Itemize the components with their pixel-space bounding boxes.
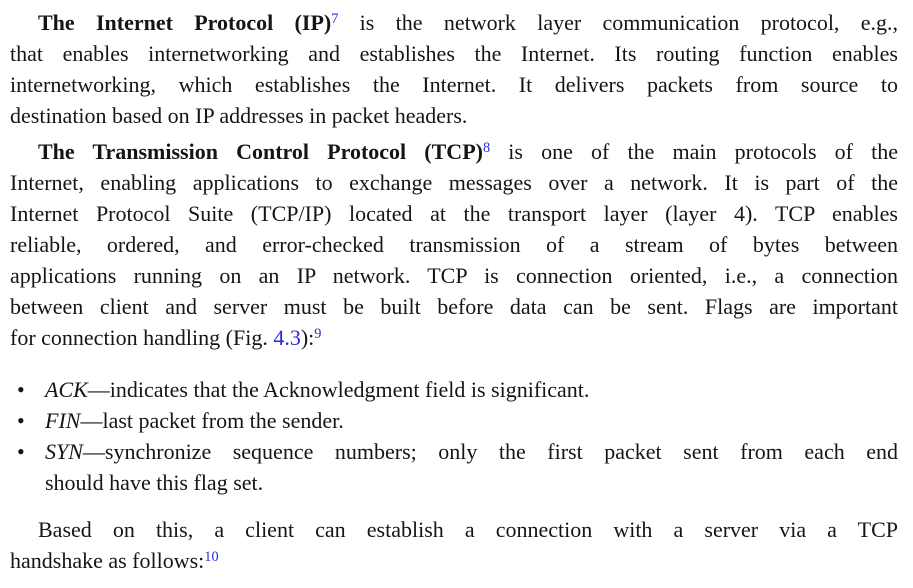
text-line: SYN—synchronize sequence numbers; only t… [45, 436, 898, 467]
text-run: handshake as follows: [10, 548, 205, 573]
text-run: that enables internetworking and establi… [10, 41, 898, 66]
footnote-ref[interactable]: 10 [204, 548, 219, 565]
text-run: between client and server must be built … [10, 294, 898, 319]
footnote-ref[interactable]: 9 [314, 325, 322, 342]
text-run: The Internet Protocol (IP) [38, 10, 332, 35]
text-run: internetworking, which establishes the I… [10, 72, 898, 97]
text-run: should have this flag set. [45, 470, 264, 495]
text-line: The Internet Protocol (IP)7 is the netwo… [10, 7, 898, 38]
text-run: Internet, enabling applications to excha… [10, 170, 898, 195]
text-line: Internet, enabling applications to excha… [10, 167, 898, 198]
footnote-ref[interactable]: 8 [482, 139, 491, 156]
figure-link[interactable]: 4.3 [273, 325, 301, 350]
page-text: The Internet Protocol (IP)7 is the netwo… [10, 7, 898, 576]
para-ip: The Internet Protocol (IP)7 is the netwo… [10, 7, 898, 131]
bullet-marker: • [17, 439, 25, 464]
text-line: internetworking, which establishes the I… [10, 69, 898, 100]
para-tcp: The Transmission Control Protocol (TCP)8… [10, 136, 898, 353]
text-line: handshake as follows:10 [10, 545, 898, 576]
flag-list: • ACK—indicates that the Acknowledgment f… [10, 374, 898, 498]
text-run: SYN [45, 439, 83, 464]
para-handshake: Based on this, a client can establish a … [10, 514, 898, 576]
text-run: —indicates that the Acknowledgment field… [87, 377, 590, 402]
text-line: between client and server must be built … [10, 291, 898, 322]
text-line: Based on this, a client can establish a … [10, 514, 898, 545]
text-run: destination based on IP addresses in pac… [10, 103, 468, 128]
list-item: • ACK—indicates that the Acknowledgment f… [10, 374, 898, 405]
list-item: • SYN—synchronize sequence numbers; only … [10, 436, 898, 498]
text-run: is one of the main protocols of the [490, 139, 898, 164]
text-run: ACK [45, 377, 88, 402]
text-run: The Transmission Control Protocol (TCP) [38, 139, 483, 164]
text-run: for connection handling (Fig. [10, 325, 274, 350]
text-line: The Transmission Control Protocol (TCP)8… [10, 136, 898, 167]
text-run: is the network layer communication proto… [338, 10, 898, 35]
text-line: should have this flag set. [45, 467, 898, 498]
text-run: ): [300, 325, 315, 350]
text-run: FIN [45, 408, 81, 433]
text-line: ACK—indicates that the Acknowledgment fi… [45, 374, 898, 405]
text-line: that enables internetworking and establi… [10, 38, 898, 69]
text-run: Internet Protocol Suite (TCP/IP) located… [10, 201, 898, 226]
text-run: —synchronize sequence numbers; only the … [82, 439, 898, 464]
text-line: reliable, ordered, and error-checked tra… [10, 229, 898, 260]
text-line: applications running on an IP network. T… [10, 260, 898, 291]
text-run: reliable, ordered, and error-checked tra… [10, 232, 898, 257]
text-line: destination based on IP addresses in pac… [10, 100, 898, 131]
bullet-marker: • [17, 408, 25, 433]
text-line: Internet Protocol Suite (TCP/IP) located… [10, 198, 898, 229]
footnote-ref[interactable]: 7 [331, 10, 339, 27]
list-item: • FIN—last packet from the sender. [10, 405, 898, 436]
text-run: Based on this, a client can establish a … [38, 517, 898, 542]
text-line: FIN—last packet from the sender. [45, 405, 898, 436]
text-line: for connection handling (Fig. 4.3):9 [10, 322, 898, 353]
text-run: —last packet from the sender. [80, 408, 344, 433]
bullet-marker: • [17, 377, 25, 402]
text-run: applications running on an IP network. T… [10, 263, 898, 288]
